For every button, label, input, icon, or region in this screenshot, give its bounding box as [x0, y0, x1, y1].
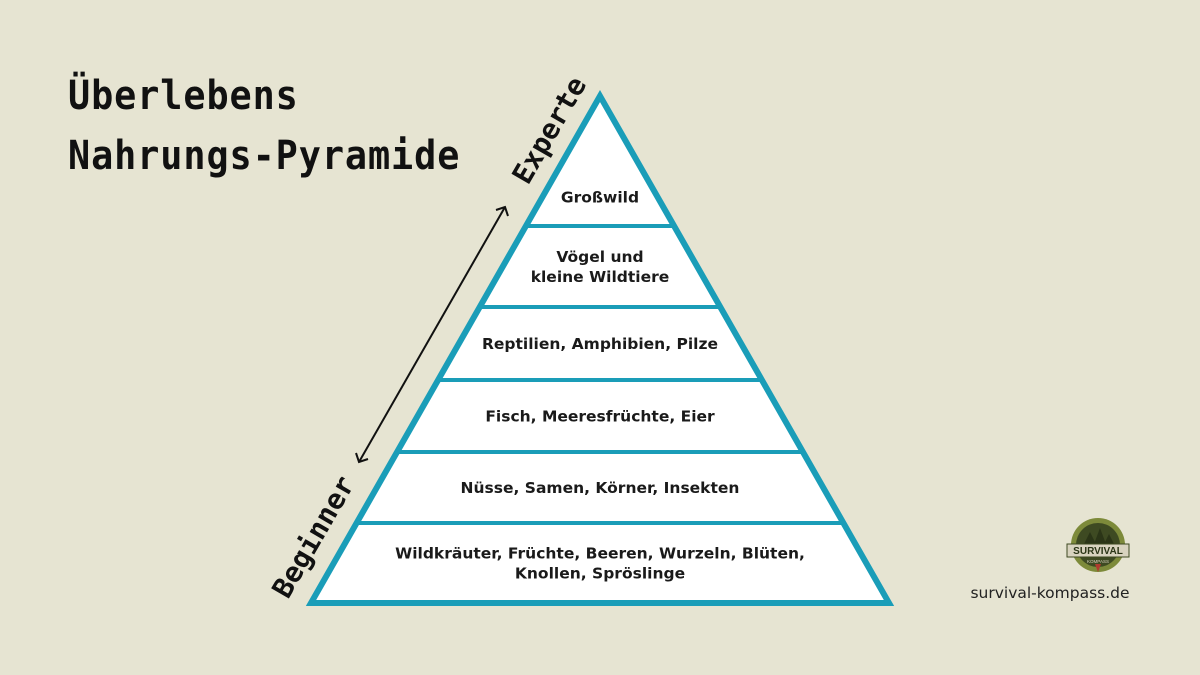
survival-kompass-logo: SURVIVAL KOMPASS — [1062, 514, 1134, 580]
svg-text:SURVIVAL: SURVIVAL — [1073, 546, 1123, 557]
pyramid-level-6-text-1: Wildkräuter, Früchte, Beeren, Wurzeln, B… — [395, 545, 805, 563]
pyramid-level-2-text-2: kleine Wildtiere — [531, 268, 670, 286]
pyramid-level-3-text-1: Reptilien, Amphibien, Pilze — [482, 335, 718, 353]
pyramid-level-4-text-1: Fisch, Meeresfrüchte, Eier — [485, 408, 715, 426]
title-line-1: Überlebens — [68, 73, 299, 119]
page-title: Überlebens Nahrungs-Pyramide — [68, 66, 460, 186]
pyramid-level-2-text-1: Vögel und — [556, 248, 643, 266]
svg-text:KOMPASS: KOMPASS — [1087, 559, 1109, 564]
pyramid-level-6-text-2: Knollen, Spröslinge — [515, 565, 685, 583]
title-line-2: Nahrungs-Pyramide — [68, 133, 461, 179]
pyramid-outline — [305, 89, 895, 606]
difficulty-arrow — [355, 205, 509, 464]
pyramid-level-5-text-1: Nüsse, Samen, Körner, Insekten — [461, 479, 740, 497]
pyramid-level-6 — [307, 521, 893, 605]
pyramid-level-1-text-1: Großwild — [561, 189, 639, 207]
website-url: survival-kompass.de — [970, 584, 1130, 602]
